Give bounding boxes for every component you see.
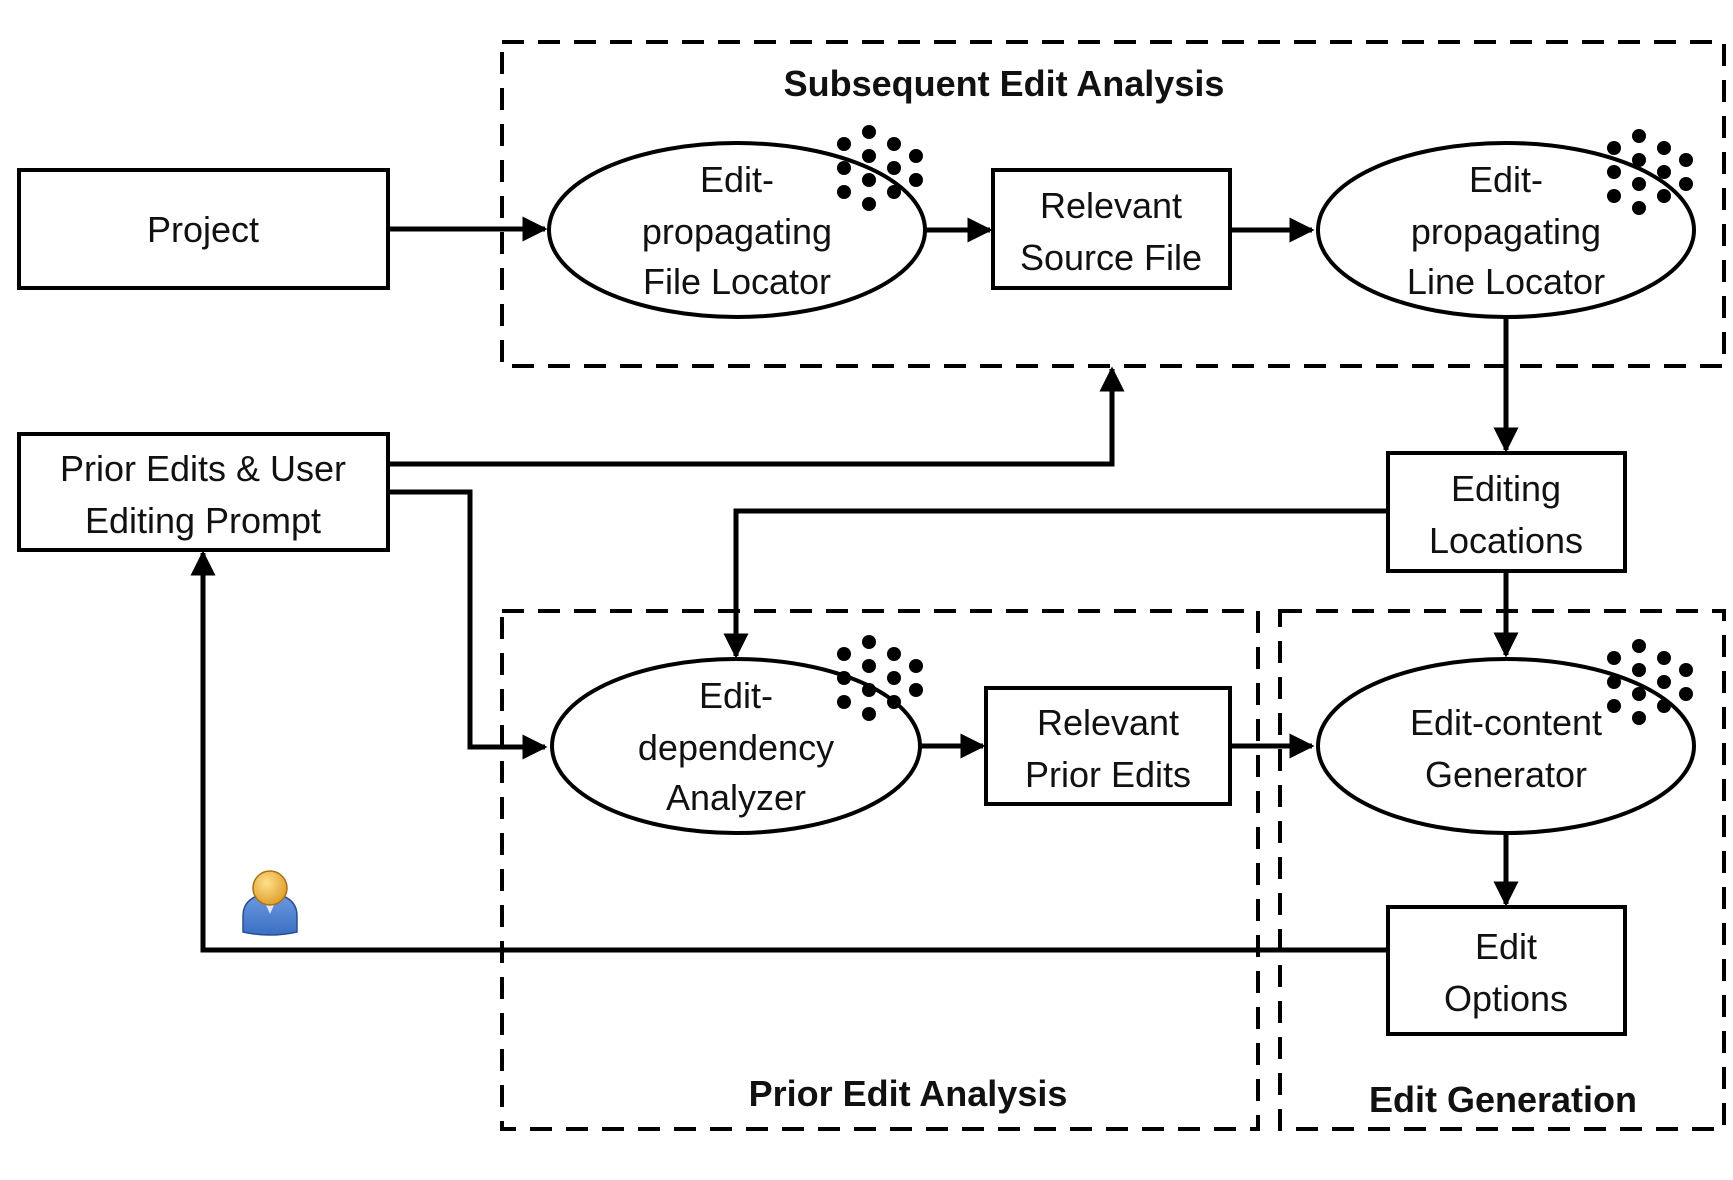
edge-edit-options-to-prompt: [190, 550, 1388, 953]
content-generator-node: Edit-content Generator: [1316, 639, 1696, 835]
line-locator-line-2: propagating: [1411, 211, 1601, 252]
file-locator-line-1: Edit-: [700, 159, 774, 200]
relevant-prior-edits-line-2: Prior Edits: [1025, 754, 1191, 795]
user-icon: [242, 870, 298, 936]
editing-locations-box: Editing Locations: [1386, 451, 1627, 573]
file-locator-line-2: propagating: [642, 211, 832, 252]
line-locator-line-1: Edit-: [1469, 159, 1543, 200]
edit-options-box: Edit Options: [1386, 905, 1627, 1036]
relevant-source-file-box: Relevant Source File: [991, 168, 1232, 290]
line-locator-node: Edit- propagating Line Locator: [1316, 129, 1696, 319]
edge-editing-locations-to-dependency-analyzer: [723, 508, 1388, 659]
dependency-analyzer-line-2: dependency: [638, 727, 834, 768]
file-locator-line-3: File Locator: [643, 261, 831, 302]
editing-locations-line-1: Editing: [1451, 468, 1561, 509]
file-locator-node: Edit- propagating File Locator: [547, 125, 927, 319]
relevant-prior-edits-box: Relevant Prior Edits: [984, 686, 1232, 806]
group-subsequent-edit-analysis: [500, 40, 1726, 368]
line-locator-line-3: Line Locator: [1407, 261, 1605, 302]
relevant-source-file-line-2: Source File: [1020, 237, 1202, 278]
edit-options-line-2: Options: [1444, 978, 1568, 1019]
group-title-prior: Prior Edit Analysis: [749, 1073, 1068, 1114]
relevant-source-file-line-1: Relevant: [1040, 185, 1182, 226]
edge-prompt-to-dependency-analyzer: [388, 489, 548, 760]
edge-prompt-to-subsequent-analysis: [388, 366, 1125, 467]
group-title-subsequent: Subsequent Edit Analysis: [784, 63, 1225, 104]
group-title-generation: Edit Generation: [1369, 1079, 1637, 1120]
dependency-analyzer-line-1: Edit-: [699, 675, 773, 716]
edit-options-line-1: Edit: [1475, 926, 1537, 967]
group-prior-edit-analysis: [500, 609, 1260, 1131]
dependency-analyzer-line-3: Analyzer: [666, 777, 806, 818]
content-generator-line-2: Generator: [1425, 754, 1587, 795]
prior-edits-prompt-line-2: Editing Prompt: [85, 500, 321, 541]
dependency-analyzer-node: Edit- dependency Analyzer: [550, 635, 923, 835]
prior-edits-prompt-line-1: Prior Edits & User: [60, 448, 346, 489]
relevant-prior-edits-line-1: Relevant: [1037, 702, 1179, 743]
editing-locations-line-2: Locations: [1429, 520, 1583, 561]
project-box: Project: [17, 168, 390, 290]
group-edit-generation: [1278, 609, 1726, 1131]
content-generator-line-1: Edit-content: [1410, 702, 1602, 743]
prior-edits-prompt-box: Prior Edits & User Editing Prompt: [17, 432, 390, 552]
project-label: Project: [147, 209, 259, 250]
